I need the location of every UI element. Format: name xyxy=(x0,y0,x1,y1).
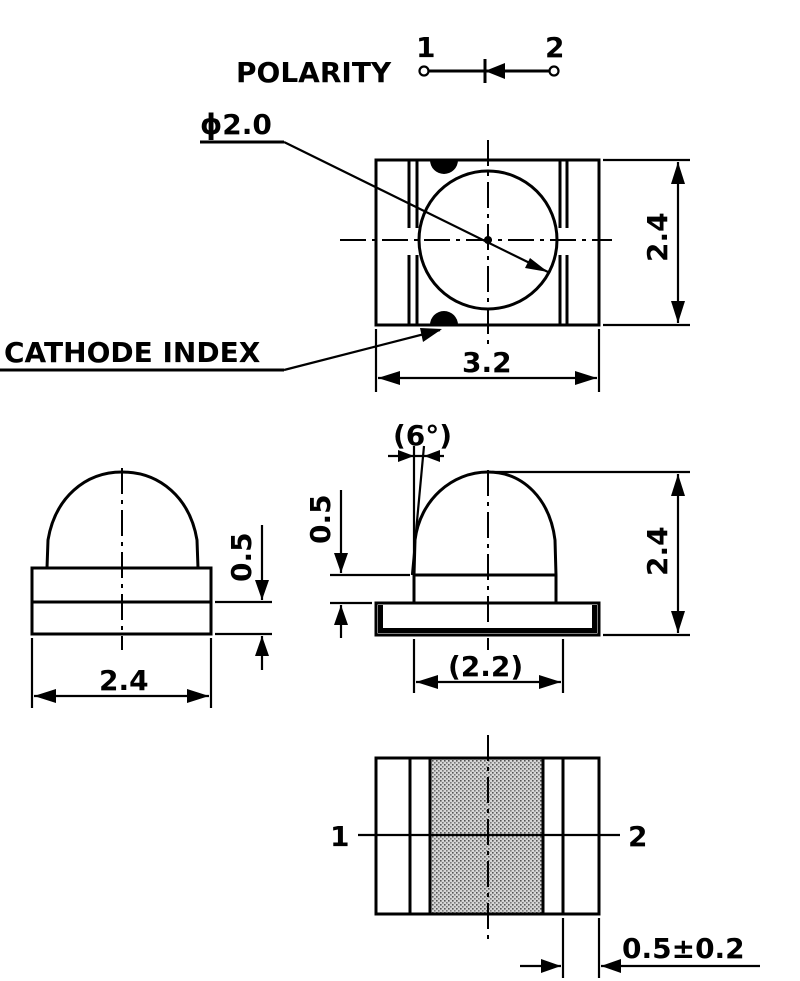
front-base-height-label: 0.5 xyxy=(304,494,337,544)
lens-width-label: (2.2) xyxy=(448,650,523,683)
side-view: 0.5 2.4 xyxy=(30,468,272,708)
side-width-label: 2.4 xyxy=(99,664,149,697)
bottom-view: 1 2 0.5±0.2 xyxy=(330,735,760,978)
top-view: ϕ2.0 2.4 3.2 xyxy=(200,108,690,392)
polarity-symbol: POLARITY 1 2 xyxy=(236,31,564,89)
cathode-mark-top xyxy=(430,160,458,174)
polarity-pin2-label: 2 xyxy=(545,31,564,64)
top-height-label: 2.4 xyxy=(641,212,674,262)
bottom-pin1-label: 1 xyxy=(330,820,349,853)
polarity-anode-terminal xyxy=(418,65,430,77)
side-base-height-label: 0.5 xyxy=(225,532,258,582)
front-view: (6°) 0.5 2.4 (2.2) xyxy=(304,419,690,693)
bottom-pin2-label: 2 xyxy=(628,820,647,853)
cathode-index-label: CATHODE INDEX xyxy=(4,336,261,369)
cathode-leader xyxy=(283,328,441,372)
top-width-label: 3.2 xyxy=(462,346,512,379)
diameter-leader xyxy=(283,141,549,273)
angle-label: (6°) xyxy=(393,419,452,452)
cathode-mark-bottom xyxy=(430,311,458,325)
polarity-cathode-terminal xyxy=(548,65,560,77)
front-view-dome xyxy=(412,470,558,576)
terminal-width-label: 0.5±0.2 xyxy=(622,932,745,965)
polarity-label: POLARITY xyxy=(236,56,392,89)
total-height-label: 2.4 xyxy=(641,526,674,576)
polarity-pin1-label: 1 xyxy=(416,31,435,64)
lens-diameter-label: ϕ2.0 xyxy=(200,108,272,141)
cathode-index-callout: CATHODE INDEX xyxy=(0,328,442,372)
diode-triangle xyxy=(485,63,505,79)
